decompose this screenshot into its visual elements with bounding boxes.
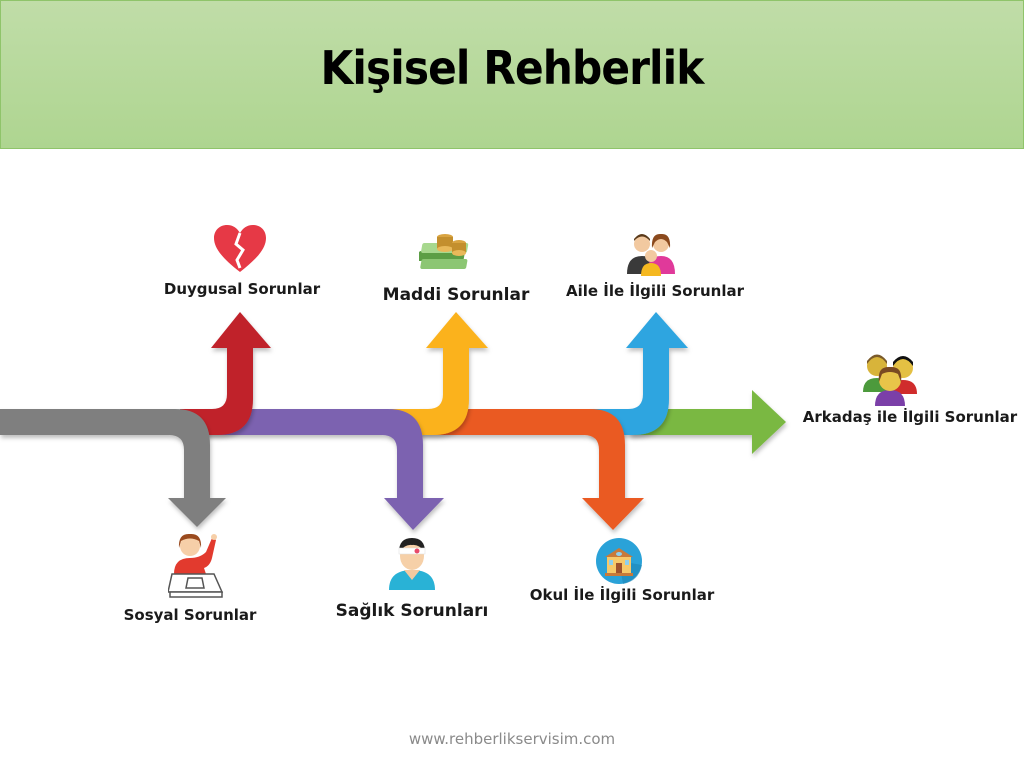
arrow-duygusal xyxy=(180,312,271,435)
arrow-sosyal xyxy=(0,409,226,527)
page-title: Kişisel Rehberlik xyxy=(320,41,705,95)
label-okul: Okul İle İlgili Sorunlar xyxy=(529,586,715,604)
label-arkadas: Arkadaş ile İlgili Sorunlar xyxy=(802,408,1018,426)
money-stack-icon xyxy=(417,229,479,280)
broken-heart-icon xyxy=(212,224,268,279)
label-sosyal: Sosyal Sorunlar xyxy=(123,606,257,624)
family-icon xyxy=(625,232,679,281)
school-building-icon xyxy=(595,537,643,590)
arrow-aile xyxy=(590,312,688,435)
title-banner: Kişisel Rehberlik xyxy=(0,0,1024,149)
friends-group-icon xyxy=(861,352,919,413)
student-raising-hand-icon xyxy=(167,530,226,605)
arrow-saglik xyxy=(205,409,444,530)
injured-person-icon xyxy=(385,536,439,597)
label-saglik: Sağlık Sorunları xyxy=(335,601,489,621)
label-duygusal: Duygusal Sorunlar xyxy=(163,280,321,298)
label-aile: Aile İle İlgili Sorunlar xyxy=(565,282,745,300)
arrow-okul xyxy=(420,409,644,530)
arrow-maddi xyxy=(390,312,488,435)
label-maddi: Maddi Sorunlar xyxy=(382,285,530,305)
website-url: www.rehberlikservisim.com xyxy=(408,730,616,748)
